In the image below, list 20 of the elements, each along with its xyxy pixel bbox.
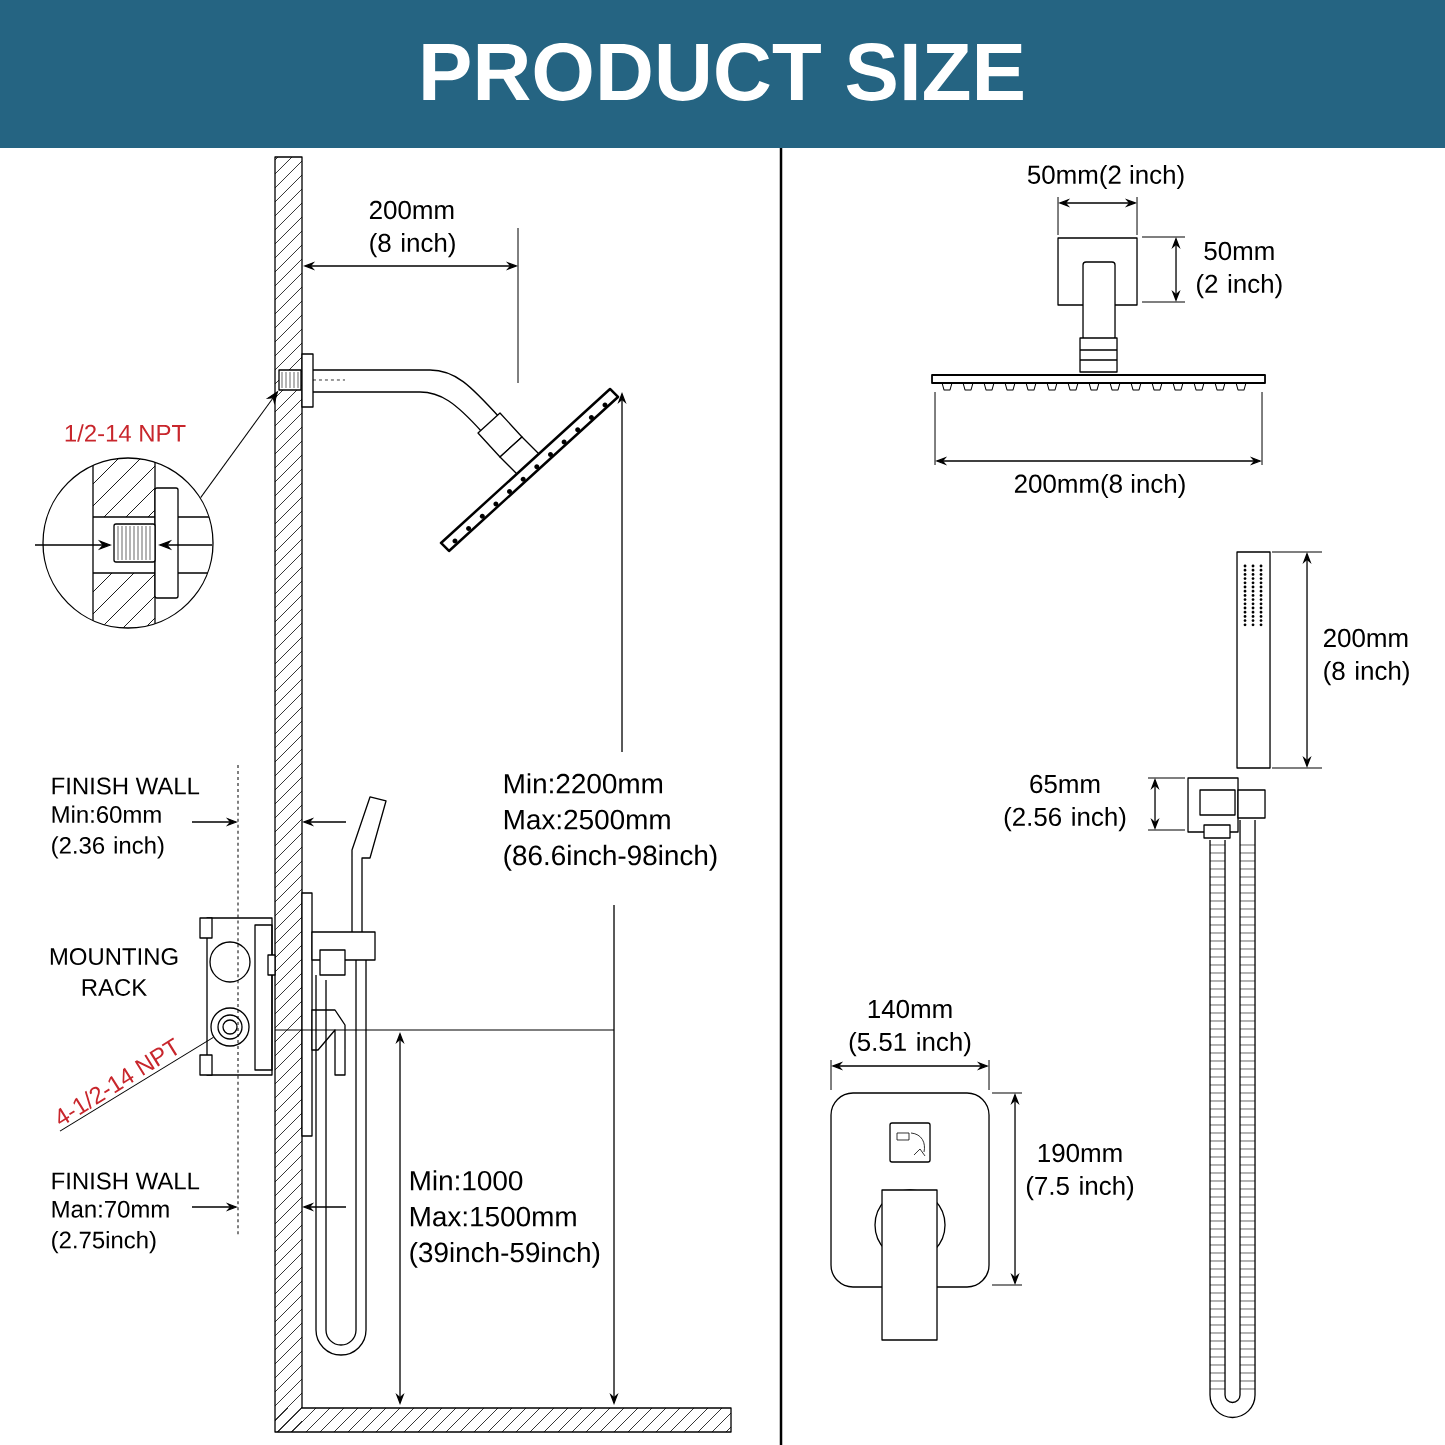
dimension-label: 200mm(8 inch)	[1014, 473, 1185, 499]
inlet-circle	[210, 1007, 250, 1047]
leader-line	[200, 391, 278, 499]
dimension-label: Min:1000 Max:1500mm (39inch-59inch)	[410, 1170, 600, 1268]
dimension-label: 140mm (5.51 inch)	[849, 999, 971, 1057]
callout-label: FINISH WALL	[52, 1172, 200, 1190]
dimension-label: 65mm (2.56 inch)	[1004, 774, 1126, 832]
dimension-label: 200mm (8 inch)	[1323, 628, 1409, 686]
dimension-label: 50mm(2 inch)	[1027, 164, 1184, 190]
dimension-label: Min:2200mm Max:2500mm (86.6inch-98inch)	[504, 773, 717, 871]
dimension-label: Min:60mm (2.36 inch)	[52, 805, 164, 859]
callout-label: MOUNTING RACK	[50, 948, 178, 996]
thread-label: 1/2-14 NPT	[65, 424, 186, 442]
callout-label: FINISH WALL	[52, 777, 200, 795]
leader-line	[59, 1036, 214, 1132]
dimension-label: Man:70mm (2.75inch)	[52, 1200, 169, 1254]
dimension-label: 200mm (8 inch)	[369, 200, 455, 258]
dimension-label: 50mm (2 inch)	[1197, 241, 1282, 299]
title: PRODUCT SIZE	[423, 43, 1023, 101]
dimension-label: 190mm (7.5 inch)	[1026, 1143, 1134, 1201]
